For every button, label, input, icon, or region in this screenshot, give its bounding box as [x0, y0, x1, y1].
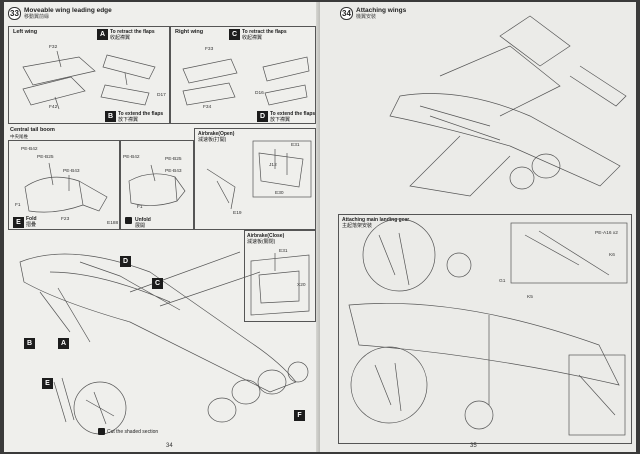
assembly-tag-e: E: [42, 378, 53, 389]
airbrake-open-drawing: [206, 140, 312, 210]
landing-gear-drawing: [348, 218, 628, 436]
airbrake-open-panel: Airbrake(Open)減速板(打開) E19 E31 J12 E30: [194, 128, 316, 230]
right-wing-title: Right wing: [175, 29, 204, 35]
part-label: K5: [527, 295, 533, 300]
unfold-drawing: [128, 164, 186, 206]
part-label: E188: [107, 221, 119, 226]
page-number: 34: [166, 443, 173, 449]
left-wing-panel: Left wing F32 F42 D17 A To retract the f…: [8, 26, 170, 124]
page-number: 35: [470, 443, 477, 449]
part-label: PE-B43: [63, 169, 80, 174]
airbrake-close-title: Airbrake(Close)減速板(關閉): [247, 233, 285, 245]
part-label: E31: [291, 143, 300, 148]
tail-boom-title: Central tail boom: [10, 127, 55, 133]
part-label: F23: [61, 217, 70, 222]
assembly-tag-b: B: [24, 338, 35, 349]
step-tag-d: D: [257, 111, 268, 122]
part-label: K6: [609, 253, 615, 258]
step-34-header: 34 Attaching wings 機翼安裝: [340, 7, 406, 20]
step-title: Attaching wings: [356, 7, 407, 14]
step-tag-a: A: [97, 29, 108, 40]
part-label: F1: [15, 203, 21, 208]
part-label: E19: [233, 211, 242, 216]
tail-boom-subtitle: 中央尾椎: [10, 134, 28, 139]
part-label: PE-A16 x2: [595, 231, 618, 236]
part-label: J12: [269, 163, 277, 168]
scissors-icon: [125, 217, 132, 224]
step-subtitle: 移動翼前緣: [24, 14, 50, 20]
part-label: X20: [297, 283, 306, 288]
right-page: 34 Attaching wings 機翼安裝 Attaching main l…: [320, 2, 636, 452]
part-label: D17: [157, 93, 166, 98]
left-wing-drawing: [22, 50, 156, 110]
step-number: 34: [340, 7, 353, 20]
part-label: PE-B42: [21, 147, 38, 152]
part-label: PE-B25: [165, 157, 182, 162]
fold-drawing: [24, 162, 108, 213]
left-wing-title: Left wing: [13, 29, 38, 35]
cut-note-text: Cut the shaded section: [107, 428, 159, 435]
part-label: PE-B43: [165, 169, 182, 174]
part-label: PE-B25: [37, 155, 54, 160]
airbrake-close-panel: Airbrake(Close)減速板(關閉) E31 X20: [244, 230, 316, 322]
cut-note: Cut the shaded section: [98, 428, 158, 435]
airbrake-open-title: Airbrake(Open)減速板(打開): [198, 131, 235, 143]
part-label: F34: [203, 105, 212, 110]
step-subtitle: 機翼安裝: [356, 14, 377, 20]
assembly-tag-d: D: [120, 256, 131, 267]
part-label: E30: [275, 191, 284, 196]
right-wing-drawing: [182, 56, 310, 106]
scissors-icon: [98, 428, 105, 435]
part-label: F42: [49, 105, 58, 110]
instruction-manual-spread: 33 Moveable wing leading edge 移動翼前緣 Left…: [4, 2, 636, 452]
part-label: PE-B42: [123, 155, 140, 160]
assembly-tag-c: C: [152, 278, 163, 289]
right-wing-panel: Right wing F33 F34 D16 C To retract the …: [170, 26, 316, 124]
step-tag-e: E: [13, 217, 24, 228]
part-label: G1: [499, 279, 506, 284]
part-label: F33: [205, 47, 214, 52]
assembly-tag-f: F: [294, 410, 305, 421]
step-33-header: 33 Moveable wing leading edge 移動翼前緣: [8, 7, 112, 20]
step-tag-b: B: [105, 111, 116, 122]
fuselage-assembly-drawing: [19, 251, 309, 435]
airbrake-close-drawing: [250, 253, 310, 316]
step-tag-c: C: [229, 29, 240, 40]
step-title: Moveable wing leading edge: [24, 7, 112, 14]
part-label: E31: [279, 249, 288, 254]
step-number: 33: [8, 7, 21, 20]
part-label: F1: [137, 205, 143, 210]
part-label: D16: [255, 91, 264, 96]
part-label: F32: [49, 45, 58, 50]
wing-attach-drawing: [389, 15, 627, 197]
left-page: 33 Moveable wing leading edge 移動翼前緣 Left…: [4, 2, 320, 452]
assembly-tag-a: A: [58, 338, 69, 349]
